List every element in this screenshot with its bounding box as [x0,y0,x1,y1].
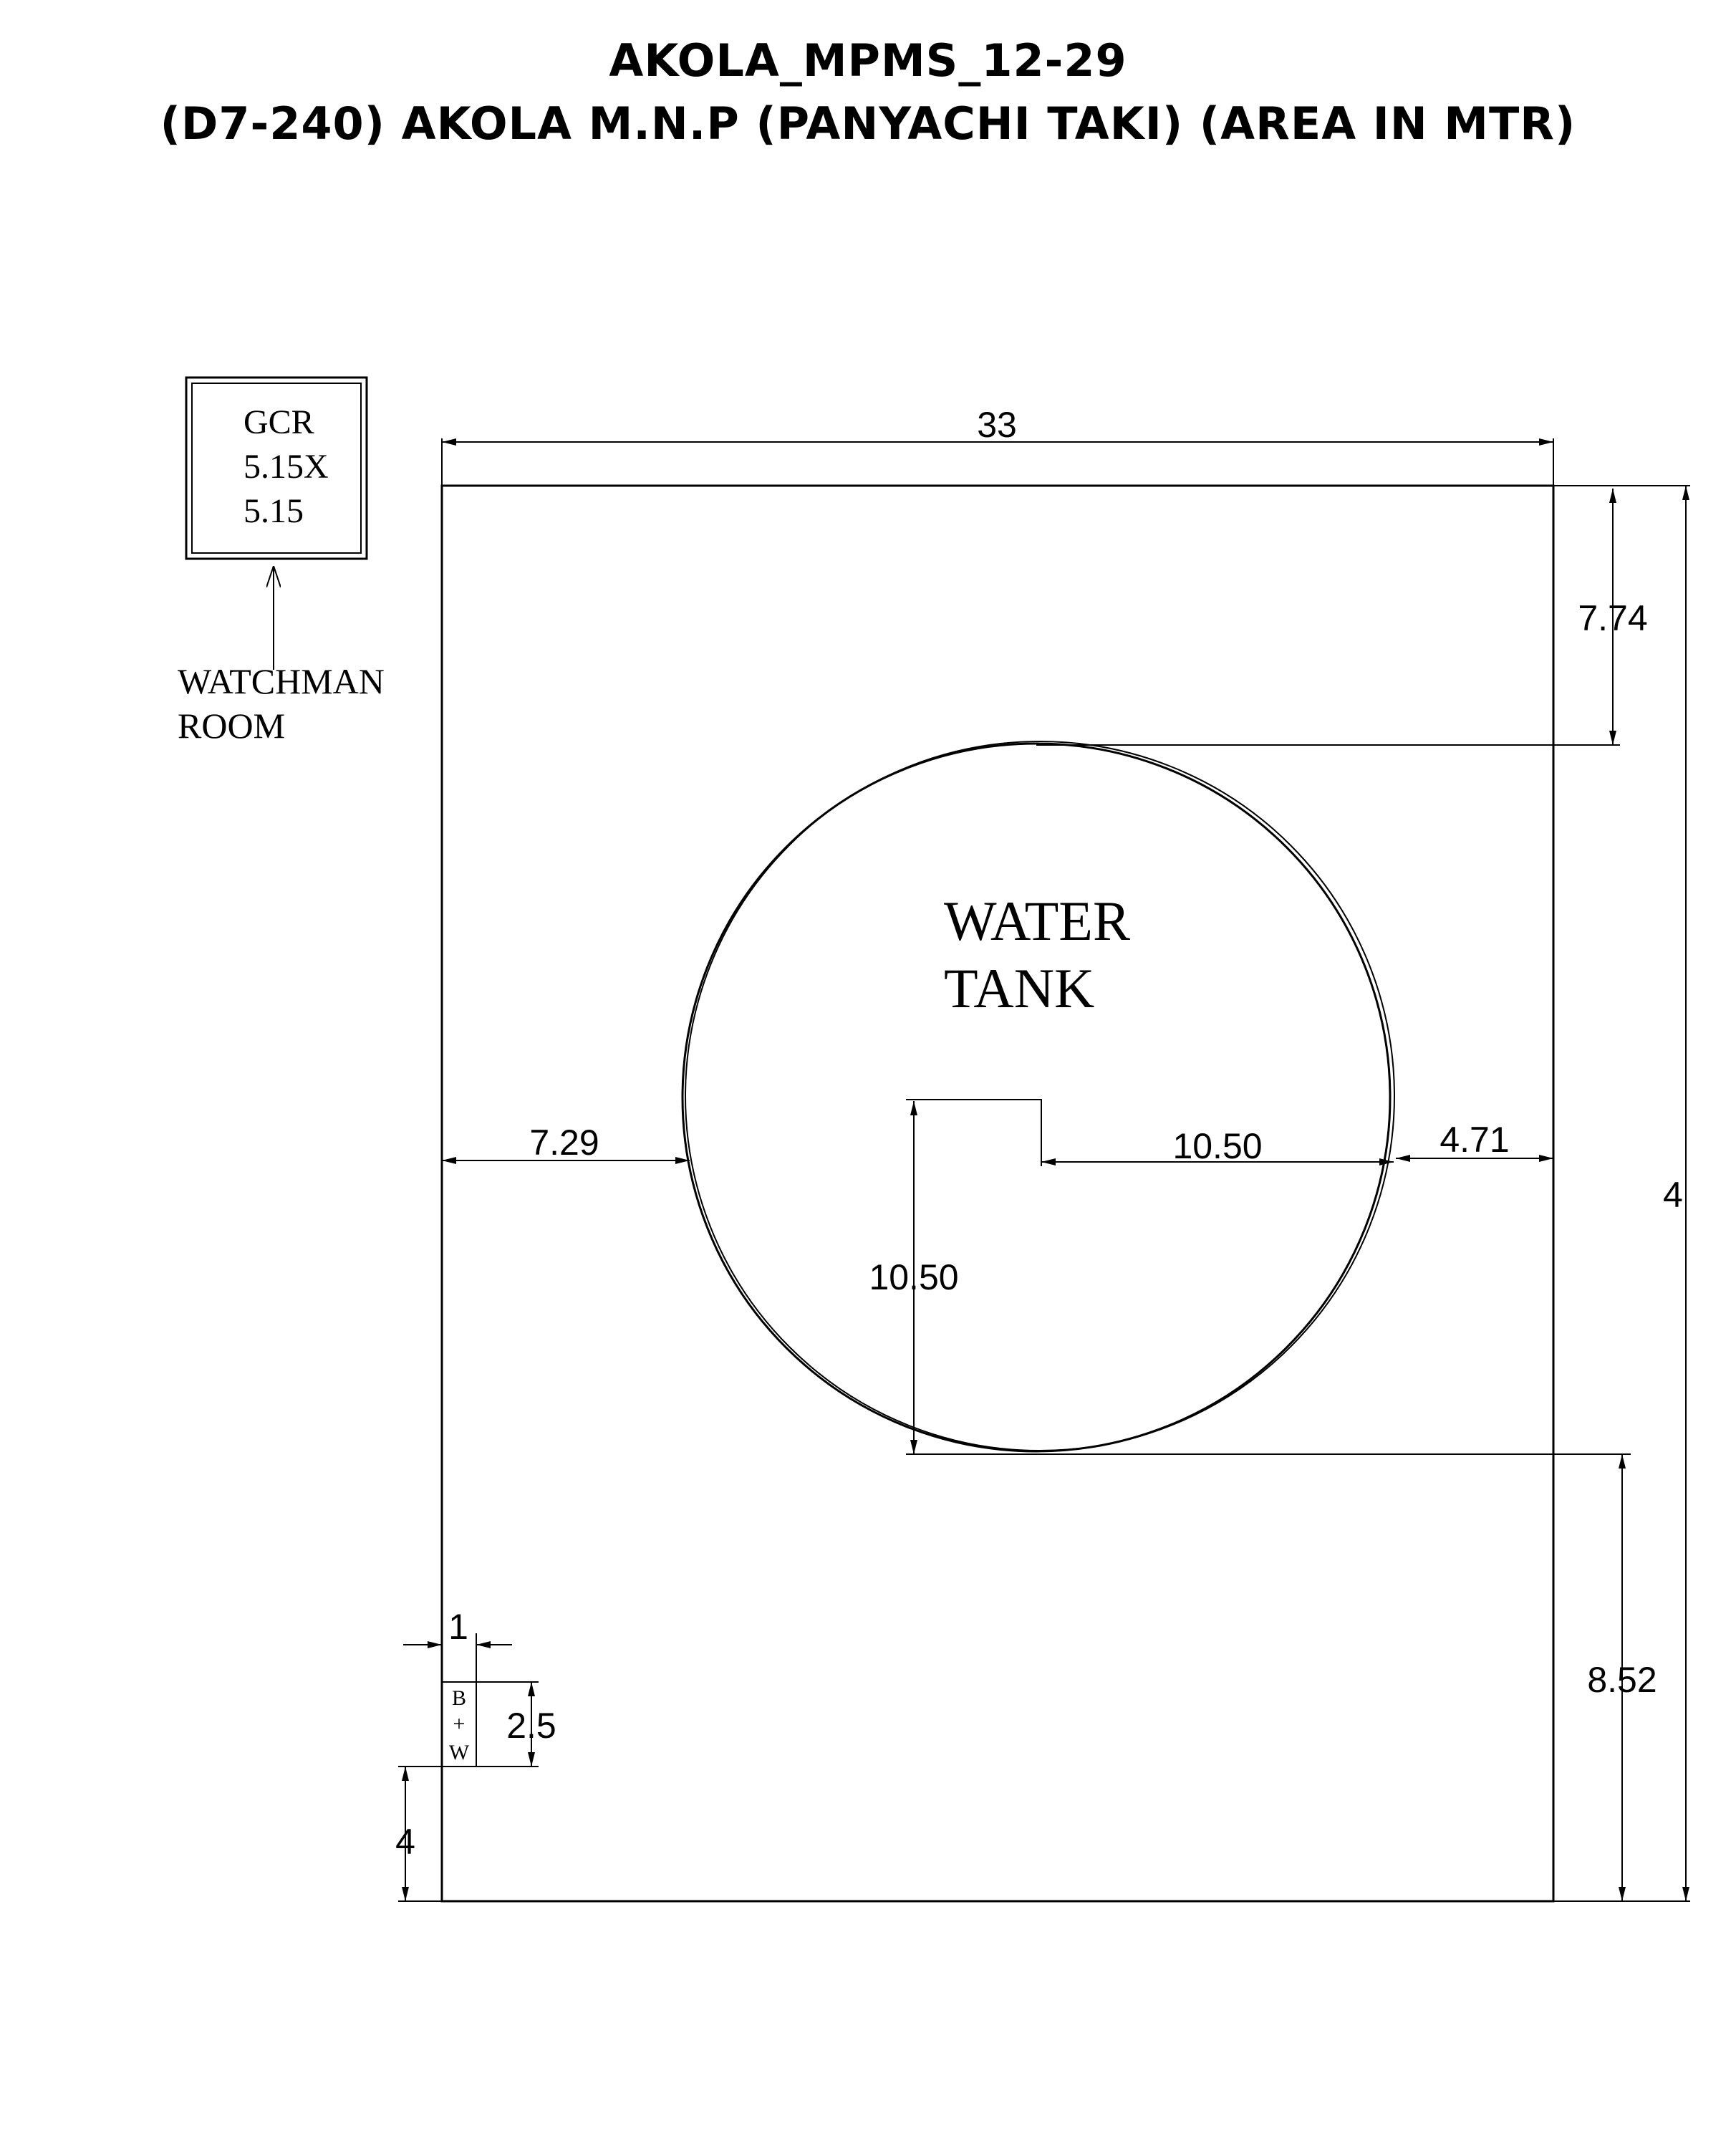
dimension-label-radius-horizontal: 10.50 [1172,1126,1262,1166]
watchman-label-1: WATCHMAN [178,661,385,701]
dimension-label-overall-height: 4 [1663,1175,1683,1215]
dimension-overall-height: 4 [1553,485,1690,1902]
water-tank-label-2: TANK [944,957,1094,1019]
gcr-size-1: 5.15X [243,448,329,486]
gcr-size-2: 5.15 [243,492,304,530]
water-tank-label-1: WATER [944,890,1130,952]
dimension-radius-vertical: 10.50 [869,1101,959,1454]
bw-block: B + W [441,1681,477,1767]
dimension-top-to-tank: 7.74 [1036,489,1648,746]
dimension-label-bw-to-bottom: 4 [395,1822,415,1862]
dimension-label-tank-to-bottom: 8.52 [1587,1660,1657,1700]
bw-label-1: B [452,1686,466,1710]
dimension-bw-height: 2.5 [476,1681,556,1767]
dimension-tank-to-right: 4.71 [1396,1120,1553,1162]
dimension-left-to-tank: 7.29 [442,1123,690,1164]
dimension-tank-to-bottom: 8.52 [906,1453,1657,1901]
drawing-subtitle: (D7-240) AKOLA M.N.P (PANYACHI TAKI) (AR… [160,97,1576,150]
plot-boundary [440,484,1555,1903]
dimension-label-radius-vertical: 10.50 [869,1257,958,1297]
dimension-label-bw-width: 1 [448,1607,468,1647]
dimension-label-left-to-tank: 7.29 [529,1123,599,1163]
bw-label-3: W [449,1741,470,1764]
bw-label-2: + [453,1712,466,1736]
dimension-label-tank-to-right: 4.71 [1440,1120,1509,1160]
dimension-label-width: 33 [977,405,1017,445]
dimension-label-bw-height: 2.5 [506,1706,556,1746]
watchman-room-box: GCR 5.15X 5.15 [185,376,368,560]
dimension-width-top: 33 [441,405,1554,486]
dimension-radius-horizontal: 10.50 [1041,1126,1394,1166]
watchman-label-2: ROOM [178,706,285,746]
tank-center-marker [906,1099,1042,1166]
dimension-bw-to-bottom: 4 [395,1766,442,1902]
gcr-label: GCR [243,403,314,441]
drawing-title: AKOLA_MPMS_12-29 [609,34,1127,87]
dimension-label-top-to-tank: 7.74 [1578,598,1647,638]
water-tank-circle [681,741,1395,1453]
dimension-bw-width: 1 [403,1607,512,1682]
